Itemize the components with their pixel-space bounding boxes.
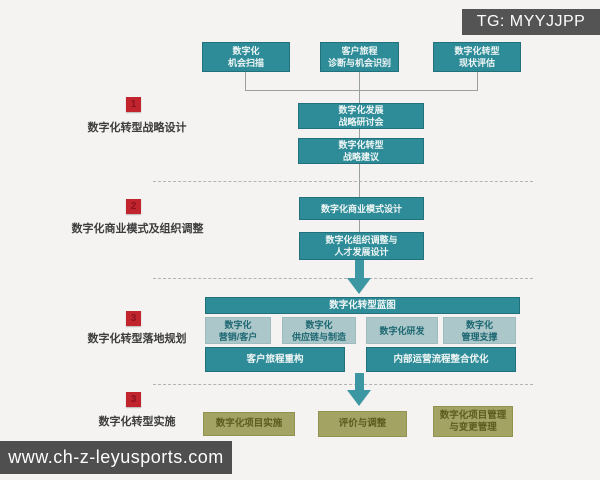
box-line: 数字化发展 xyxy=(338,105,384,115)
flow-box-rnd: 数字化研发 xyxy=(366,317,438,344)
flow-box-current-state-assessment: 数字化转型 现状评估 xyxy=(433,42,521,72)
flow-box-blueprint-header: 数字化转型蓝图 xyxy=(205,297,520,314)
phase-2-label: 数字化商业模式及组织调整 xyxy=(71,223,204,235)
flow-box-supply-chain-manufacturing: 数字化 供应链与制造 xyxy=(282,317,356,344)
flow-box-org-talent-design: 数字化组织调整与 人才发展设计 xyxy=(299,232,424,260)
connector-line xyxy=(359,220,360,233)
box-line: 客户旅程重构 xyxy=(246,353,304,365)
box-line: 数字化项目管理 xyxy=(439,409,507,421)
phase-number: 3 xyxy=(130,313,137,324)
box-line: 数字化组织调整与 xyxy=(325,235,398,245)
connector-line xyxy=(359,129,360,139)
box-line: 现状评估 xyxy=(458,58,495,68)
phase-number: 3 xyxy=(130,394,137,405)
arrow-down-icon xyxy=(355,373,364,390)
box-line: 机会扫描 xyxy=(227,58,264,68)
flow-box-strategy-workshop: 数字化发展 战略研讨会 xyxy=(298,103,424,129)
box-line: 战略研讨会 xyxy=(338,117,384,127)
flow-box-project-implementation: 数字化项目实施 xyxy=(203,412,295,436)
box-line: 数字化项目实施 xyxy=(215,418,283,429)
connector-line xyxy=(245,90,478,91)
box-line: 数字化转型 xyxy=(338,140,384,150)
box-line: 人才发展设计 xyxy=(334,247,389,257)
flow-box-evaluation-adjustment: 评价与调整 xyxy=(318,411,407,437)
flow-box-business-model-design: 数字化商业模式设计 xyxy=(299,197,424,220)
flow-box-marketing-customer: 数字化 营销/客户 xyxy=(205,317,271,344)
box-line: 数字化研发 xyxy=(379,325,425,336)
flow-box-project-change-management: 数字化项目管理 与变更管理 xyxy=(433,406,513,437)
box-line: 客户旅程 xyxy=(341,46,378,56)
box-line: 数字化 xyxy=(305,319,333,330)
phase-1-label: 数字化转型战略设计 xyxy=(87,122,187,134)
url-watermark-text: www.ch-z-leyusports.com xyxy=(8,447,224,467)
box-line: 管理支撑 xyxy=(461,331,498,342)
box-line: 数字化商业模式设计 xyxy=(320,203,402,214)
phase-3-label: 数字化转型落地规划 xyxy=(87,333,187,345)
phase-number: 1 xyxy=(130,99,137,110)
phase-4-label: 数字化转型实施 xyxy=(98,416,176,428)
connector-line xyxy=(245,72,246,91)
arrow-down-icon xyxy=(347,390,371,406)
phase-divider xyxy=(153,181,533,182)
flow-box-strategy-proposal: 数字化转型 战略建议 xyxy=(298,138,424,164)
url-watermark: www.ch-z-leyusports.com xyxy=(0,441,232,474)
box-line: 内部运营流程整合优化 xyxy=(393,353,489,365)
box-line: 战略建议 xyxy=(342,152,379,162)
phase-divider xyxy=(153,384,533,385)
connector-line xyxy=(477,72,478,91)
box-line: 营销/客户 xyxy=(218,331,258,342)
box-line: 诊断与机会识别 xyxy=(327,58,391,68)
box-line: 与变更管理 xyxy=(449,421,497,433)
phase-4-badge: 3 xyxy=(126,392,141,407)
connector-line xyxy=(359,164,360,198)
flow-box-customer-journey-diagnosis: 客户旅程 诊断与机会识别 xyxy=(320,42,399,72)
box-line: 数字化 xyxy=(232,46,260,56)
flow-box-management-support: 数字化 管理支撑 xyxy=(443,317,516,344)
flow-box-opportunity-scan: 数字化 机会扫描 xyxy=(202,42,290,72)
phase-2-badge: 2 xyxy=(126,199,141,214)
phase-divider xyxy=(153,278,533,279)
connector-line xyxy=(359,72,360,103)
arrow-down-icon xyxy=(355,260,364,278)
box-line: 供应链与制造 xyxy=(291,331,346,342)
box-line: 数字化转型 xyxy=(454,46,500,56)
box-line: 数字化转型蓝图 xyxy=(329,299,396,311)
tg-watermark: TG: MYYJJPP xyxy=(462,9,600,35)
box-line: 数字化 xyxy=(465,319,493,330)
arrow-down-icon xyxy=(347,278,371,294)
tg-watermark-text: TG: MYYJJPP xyxy=(476,13,586,30)
box-line: 数字化 xyxy=(224,319,252,330)
box-line: 评价与调整 xyxy=(338,418,387,429)
phase-3-badge: 3 xyxy=(126,311,141,326)
flow-box-internal-process-optimization: 内部运营流程整合优化 xyxy=(366,347,516,372)
phase-number: 2 xyxy=(130,201,137,212)
phase-1-badge: 1 xyxy=(126,97,141,112)
flow-box-customer-journey-rebuild: 客户旅程重构 xyxy=(205,347,345,372)
